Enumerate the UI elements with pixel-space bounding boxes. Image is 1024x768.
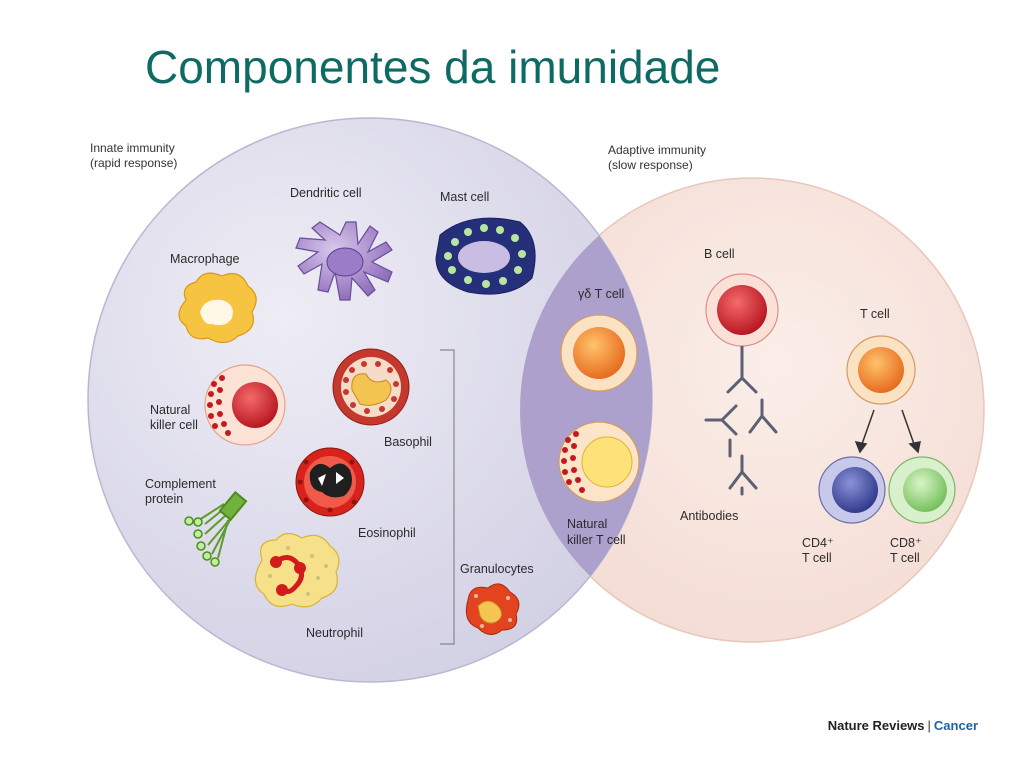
granulocytes-label: Granulocytes [460, 562, 534, 576]
credit-journal: Nature Reviews [827, 718, 925, 733]
natural-killer-cell-icon [204, 364, 286, 446]
dendritic-cell-icon [295, 221, 393, 301]
nkt-cell-label-line2: killer T cell [567, 533, 626, 547]
innate-label-line1: Innate immunity [90, 141, 175, 155]
granulocyte-icon [465, 583, 520, 635]
adaptive-label-line1: Adaptive immunity [608, 143, 706, 157]
credit-separator: | [927, 718, 931, 733]
nkt-cell-label-line1: Natural [567, 517, 607, 531]
mast-cell-label: Mast cell [440, 190, 489, 204]
cd4-label-line1: CD4⁺ [802, 536, 834, 550]
cd8-t-cell-icon [888, 456, 956, 524]
cd8-label-line2: T cell [890, 551, 920, 565]
granulocytes-bracket [440, 349, 455, 645]
cd4-t-cell-icon [818, 456, 886, 524]
eosinophil-icon [295, 447, 365, 517]
basophil-label: Basophil [384, 435, 432, 449]
page-title: Componentes da imunidade [145, 41, 721, 93]
basophil-icon [332, 348, 410, 426]
differentiation-arrows [854, 409, 921, 454]
neutrophil-label: Neutrophil [306, 626, 363, 640]
gamma-delta-t-cell-label: γδ T cell [578, 287, 624, 301]
complement-protein-icon [184, 490, 248, 567]
t-cell-label: T cell [860, 307, 890, 321]
macrophage-icon [178, 272, 257, 344]
nk-cell-label-line1: Natural [150, 403, 190, 417]
source-credit: Nature Reviews|Cancer [828, 718, 978, 733]
adaptive-label-line2: (slow response) [608, 158, 693, 172]
cd4-label-line2: T cell [802, 551, 832, 565]
gamma-delta-t-cell-icon [560, 314, 638, 392]
macrophage-label: Macrophage [170, 252, 240, 266]
antibodies-label: Antibodies [680, 509, 738, 523]
neutrophil-icon [254, 532, 340, 608]
mast-cell-icon [435, 217, 536, 295]
antibodies-icon [704, 360, 778, 496]
dendritic-cell-label: Dendritic cell [290, 186, 362, 200]
complement-label-line2: protein [145, 492, 183, 506]
t-cell-icon [846, 335, 916, 405]
eosinophil-label: Eosinophil [358, 526, 416, 540]
b-cell-icon [705, 273, 779, 362]
nkt-cell-icon [558, 421, 640, 503]
complement-label-line1: Complement [145, 477, 216, 491]
nk-cell-label-line2: killer cell [150, 418, 198, 432]
b-cell-label: B cell [704, 247, 735, 261]
innate-label-line2: (rapid response) [90, 156, 177, 170]
credit-section: Cancer [933, 718, 978, 733]
cd8-label-line1: CD8⁺ [890, 536, 922, 550]
